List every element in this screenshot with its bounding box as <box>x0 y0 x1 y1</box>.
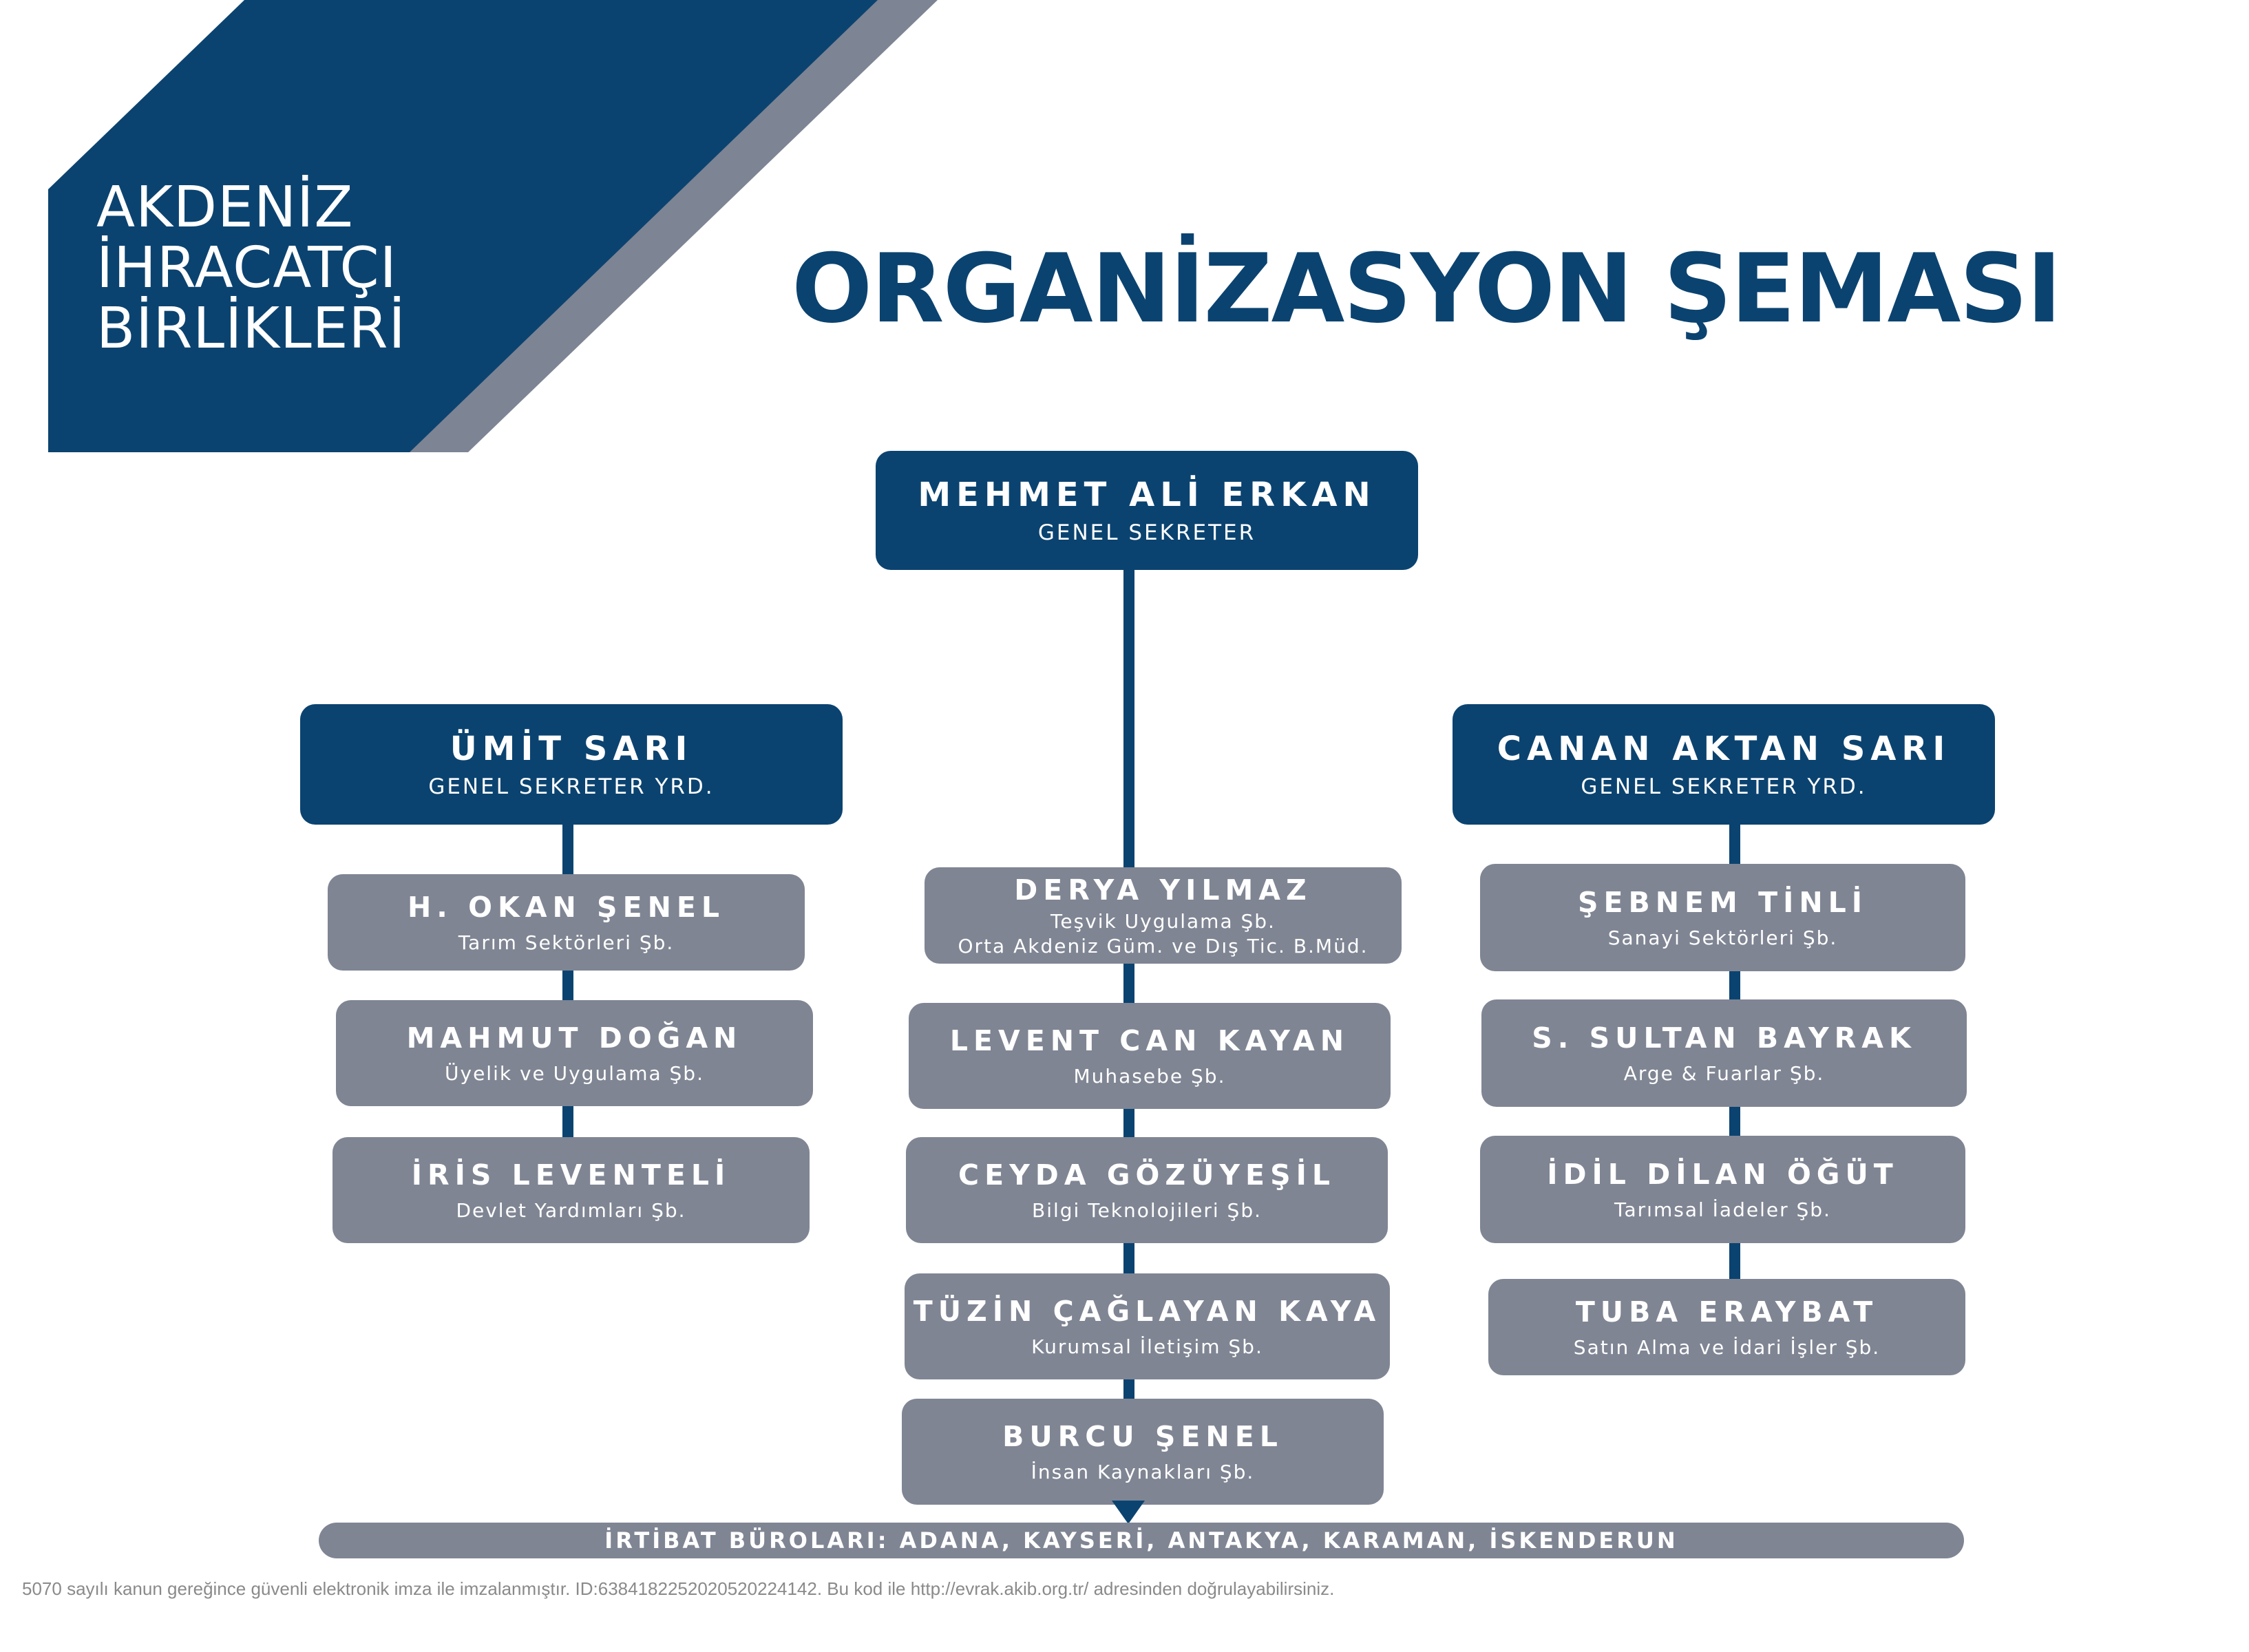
person-name: İDİL DİLAN ÖĞÜT <box>1547 1158 1899 1191</box>
person-role: GENEL SEKRETER YRD. <box>1581 774 1867 799</box>
person-name: ÜMİT SARI <box>450 729 693 768</box>
logo-line-1: AKDENİZ <box>96 175 354 240</box>
person-role: Sanayi Sektörleri Şb. <box>1607 926 1838 949</box>
liaison-offices-bar: İRTİBAT BÜROLARI: ADANA, KAYSERİ, ANTAKY… <box>319 1523 1964 1558</box>
person-name: BURCU ŞENEL <box>1002 1420 1283 1453</box>
person-name: DERYA YILMAZ <box>1014 873 1312 907</box>
person-name: H. OKAN ŞENEL <box>407 891 726 924</box>
org-box-center-3: CEYDA GÖZÜYEŞİL Bilgi Teknolojileri Şb. <box>906 1137 1388 1243</box>
org-box-center-5: BURCU ŞENEL İnsan Kaynakları Şb. <box>902 1399 1384 1505</box>
person-role: Satın Alma ve İdari İşler Şb. <box>1573 1336 1881 1359</box>
person-role: Arge & Fuarlar Şb. <box>1623 1062 1825 1085</box>
person-role: Devlet Yardımları Şb. <box>456 1199 686 1222</box>
person-role: Kurumsal İletişim Şb. <box>1031 1335 1263 1358</box>
org-box-center-4: TÜZİN ÇAĞLAYAN KAYA Kurumsal İletişim Şb… <box>905 1273 1390 1379</box>
signature-footer: 5070 sayılı kanun gereğince güvenli elek… <box>22 1578 1335 1599</box>
org-box-left-2: MAHMUT DOĞAN Üyelik ve Uygulama Şb. <box>336 1000 813 1106</box>
org-box-deputy-right: CANAN AKTAN SARI GENEL SEKRETER YRD. <box>1453 704 1995 825</box>
person-name: MAHMUT DOĞAN <box>406 1021 743 1055</box>
person-role: Üyelik ve Uygulama Şb. <box>445 1062 704 1085</box>
org-box-right-2: S. SULTAN BAYRAK Arge & Fuarlar Şb. <box>1481 999 1967 1107</box>
person-name: CANAN AKTAN SARI <box>1497 729 1951 768</box>
person-role: GENEL SEKRETER YRD. <box>428 774 715 799</box>
down-arrow-icon <box>1112 1501 1145 1524</box>
logo-line-2: İHRACATÇI <box>96 235 397 301</box>
logo-text: AKDENİZ İHRACATÇI BİRLİKLERİ <box>96 178 406 359</box>
org-box-right-4: TUBA ERAYBAT Satın Alma ve İdari İşler Ş… <box>1488 1279 1965 1375</box>
person-role: Muhasebe Şb. <box>1073 1065 1226 1088</box>
org-box-general-secretary: MEHMET ALİ ERKAN GENEL SEKRETER <box>876 451 1418 570</box>
person-name: S. SULTAN BAYRAK <box>1532 1021 1917 1055</box>
logo-banner <box>48 0 938 452</box>
person-name: MEHMET ALİ ERKAN <box>918 475 1376 514</box>
logo-line-3: BİRLİKLERİ <box>96 296 406 361</box>
person-role: Teşvik Uygulama Şb. <box>1050 910 1276 933</box>
person-name: CEYDA GÖZÜYEŞİL <box>958 1158 1335 1192</box>
org-box-right-1: ŞEBNEM TİNLİ Sanayi Sektörleri Şb. <box>1480 864 1965 971</box>
org-box-left-1: H. OKAN ŞENEL Tarım Sektörleri Şb. <box>328 874 805 971</box>
person-role: Bilgi Teknolojileri Şb. <box>1032 1199 1262 1222</box>
org-box-center-2: LEVENT CAN KAYAN Muhasebe Şb. <box>909 1003 1391 1109</box>
logo-gray-stripe <box>406 0 938 452</box>
org-box-right-3: İDİL DİLAN ÖĞÜT Tarımsal İadeler Şb. <box>1480 1136 1965 1243</box>
logo-navy-shape <box>48 0 878 452</box>
person-role: GENEL SEKRETER <box>1037 520 1256 545</box>
org-box-left-3: İRİS LEVENTELİ Devlet Yardımları Şb. <box>332 1137 810 1243</box>
person-role: Tarım Sektörleri Şb. <box>458 931 675 954</box>
page-title: ORGANİZASYON ŞEMASI <box>792 233 2062 344</box>
person-name: TUBA ERAYBAT <box>1575 1295 1879 1328</box>
person-role: Tarımsal İadeler Şb. <box>1614 1198 1831 1221</box>
person-name: LEVENT CAN KAYAN <box>949 1024 1350 1057</box>
person-role: İnsan Kaynakları Şb. <box>1031 1461 1255 1483</box>
person-role-secondary: Orta Akdeniz Güm. ve Dış Tic. B.Müd. <box>958 935 1369 957</box>
person-name: İRİS LEVENTELİ <box>411 1158 731 1192</box>
person-name: TÜZİN ÇAĞLAYAN KAYA <box>913 1295 1382 1328</box>
org-box-center-1: DERYA YILMAZ Teşvik Uygulama Şb. Orta Ak… <box>925 867 1402 964</box>
org-box-deputy-left: ÜMİT SARI GENEL SEKRETER YRD. <box>300 704 843 825</box>
person-name: ŞEBNEM TİNLİ <box>1577 886 1868 919</box>
